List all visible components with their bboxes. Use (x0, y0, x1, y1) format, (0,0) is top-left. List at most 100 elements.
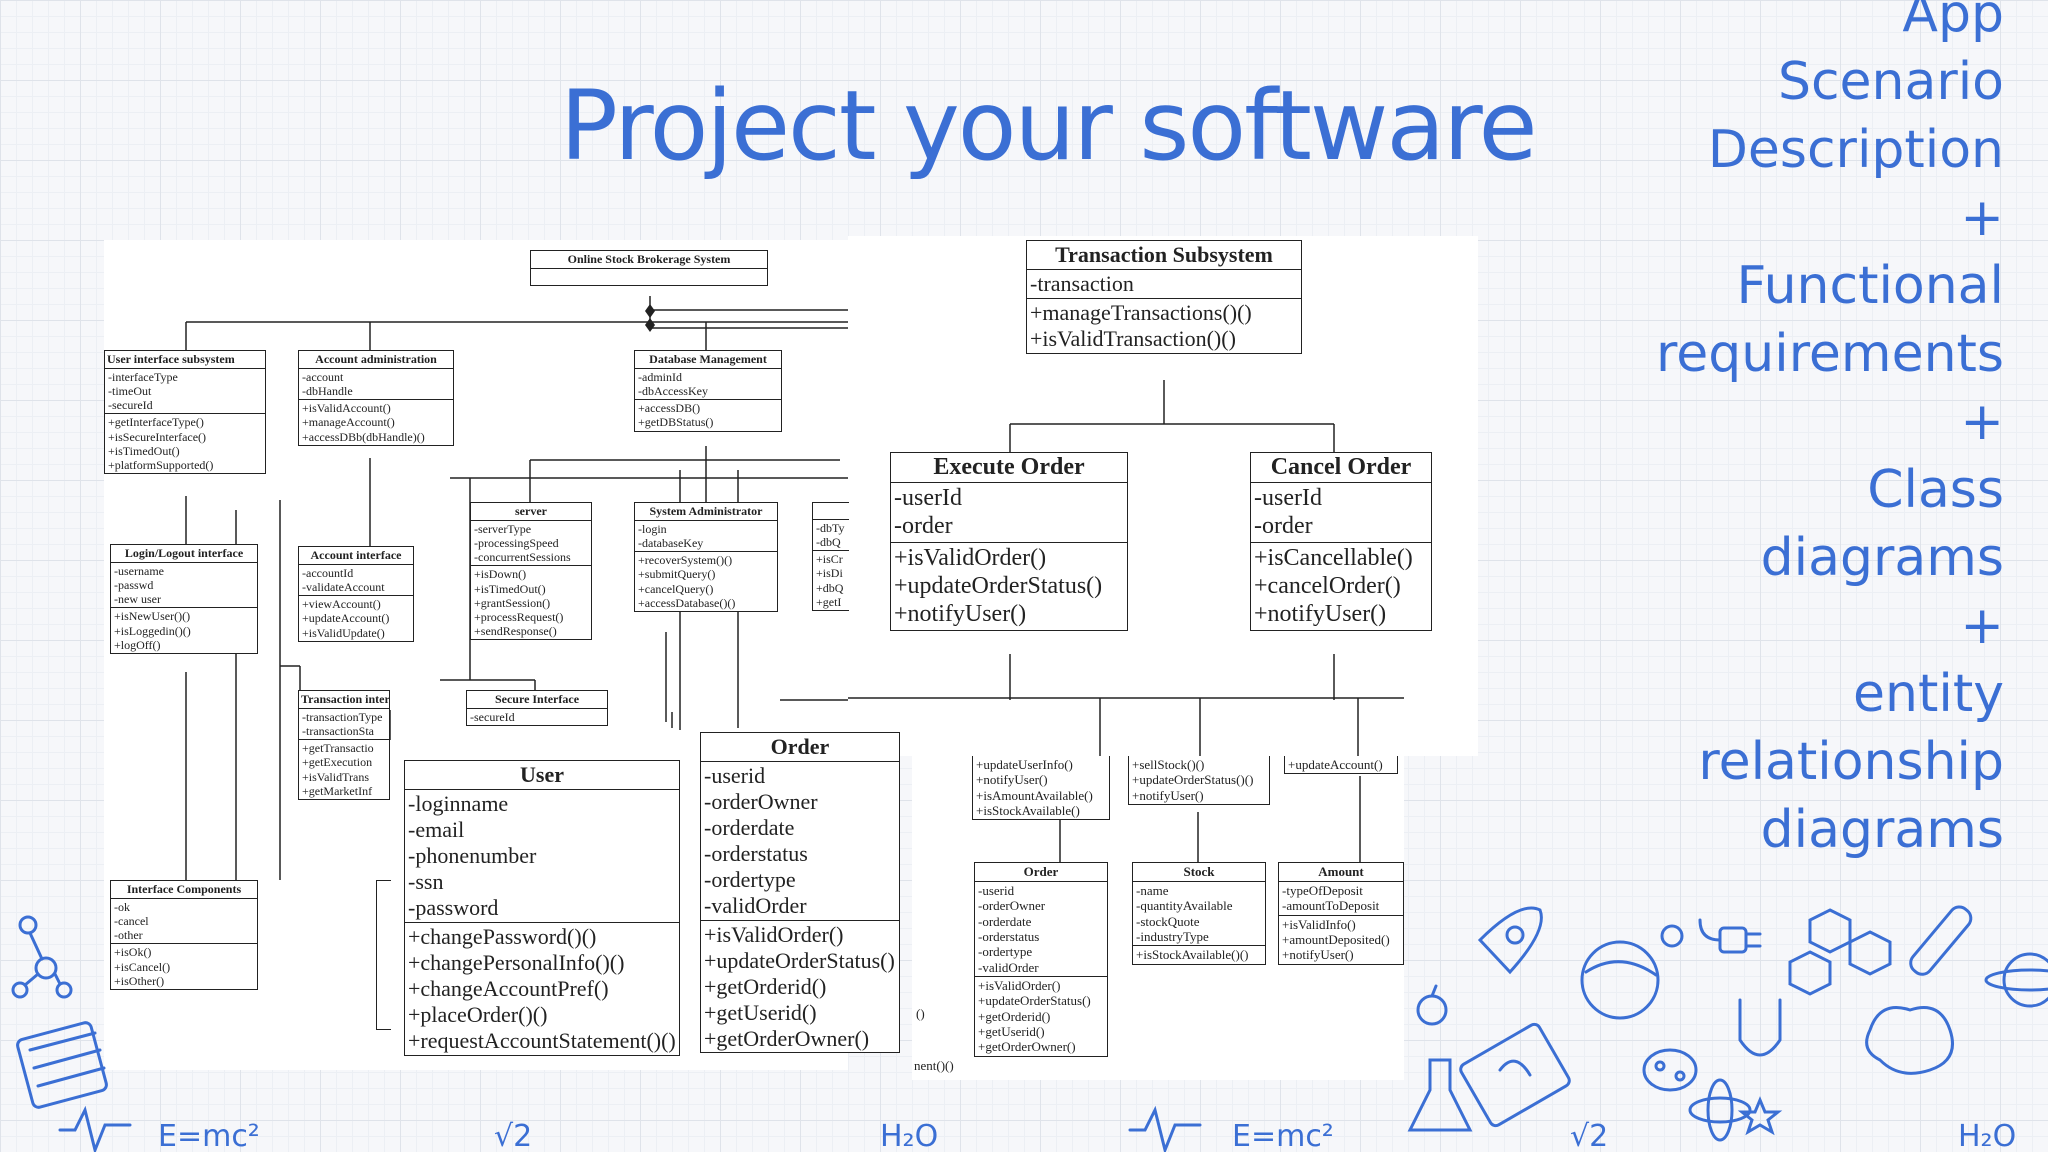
uml-empty-section (531, 269, 767, 285)
uml-attribute: -account (302, 370, 344, 384)
uml-attribute: -other (114, 928, 143, 943)
uml-attribute: -ok (114, 900, 130, 914)
uml-attribute: -userId (1254, 485, 1322, 511)
uml-attributes: -secureId (467, 709, 607, 725)
uml-attributes: -transaction (1027, 270, 1301, 299)
uml-class-name: Order (701, 733, 899, 762)
slide-title: Project your software (560, 70, 1538, 182)
uml-class-name: Transaction Subsystem (1027, 241, 1301, 270)
sidebar-line: requirements (1656, 324, 2004, 384)
uml-execute-order: Execute Order -userId -order +isValidOrd… (890, 452, 1128, 631)
uml-attribute: -serverType (474, 522, 532, 536)
uml-operation: +accessDBb(dbHandle)() (302, 429, 425, 444)
uml-login-logout-interface: Login/Logout interface -username -passwd… (110, 544, 258, 654)
hexagon-molecule-icon (1788, 908, 1892, 996)
sidebar-line: relationship (1698, 732, 2004, 792)
formula-text: E=mc² (158, 1119, 260, 1152)
sidebar-line: + (1960, 596, 2004, 656)
uml-operation: +manageTransactions()() (1030, 299, 1252, 325)
uml-operation: +isCancellable() (1254, 544, 1413, 571)
uml-interface-components: Interface Components -ok -cancel -other … (110, 880, 258, 990)
uml-root-online-stock-brokerage: Online Stock Brokerage System (530, 250, 768, 286)
uml-attribute: -username (114, 564, 164, 578)
uml-operation: +getOrderid() (978, 1008, 1051, 1024)
uml-operation: +isCr (816, 552, 843, 567)
uml-order-small: Order -userid -orderOwner -orderdate -or… (974, 862, 1108, 1057)
uml-attributes: -adminId -dbAccessKey (635, 369, 781, 401)
uml-operation: +updateOrderStatus()() (1132, 772, 1254, 788)
uml-operation: +grantSession() (474, 595, 551, 610)
uml-operations: +isValidOrder() +updateOrderStatus() +no… (891, 543, 1127, 630)
uml-operation: +sellStock()() (1132, 757, 1205, 772)
uml-class-name: Transaction interface (299, 691, 389, 709)
uml-operations: +changePassword()() +changePersonalInfo(… (405, 923, 679, 1055)
uml-operations: +updateUserInfo() +notifyUser() +isAmoun… (973, 756, 1109, 819)
root-text: √2 (494, 1119, 532, 1152)
abacus-icon (16, 1021, 108, 1109)
uml-operation: +isValidOrder() (704, 921, 844, 947)
uml-user: User -loginname -email -phonenumber -ssn… (404, 760, 680, 1056)
uml-operation: +isValidOrder() (978, 977, 1061, 993)
uml-operations: +recoverSystem()() +submitQuery() +cance… (635, 552, 777, 611)
uml-operation: +isSecureInterface() (108, 429, 207, 444)
uml-partial-box-c: +updateAccount() (1284, 756, 1398, 775)
uml-operations: +isNewUser()() +isLoggedin()() +logOff() (111, 608, 257, 652)
uml-operation: +getInterfaceType() (108, 415, 204, 430)
uml-class-name: Interface Components (111, 881, 257, 899)
book-icon (1459, 1022, 1571, 1128)
uml-class-name: Order (975, 863, 1107, 882)
sidebar-line: Class (1867, 460, 2004, 520)
uml-operations: +isStockAvailable()() (1133, 946, 1265, 963)
uml-attributes: -userId -order (891, 483, 1127, 543)
uml-attribute: -userid (704, 763, 766, 788)
uml-operation: +getUserid() (704, 999, 817, 1025)
uml-operation: +updateUserInfo() (976, 757, 1073, 772)
uml-operation: +getTransactio (302, 741, 374, 756)
uml-operation: +isValidTrans (302, 769, 370, 784)
uml-class-name (813, 503, 849, 520)
uml-attributes: -account -dbHandle (299, 369, 453, 401)
uml-class-name: Database Management (635, 351, 781, 369)
uml-secure-interface: Secure Interface -secureId (466, 690, 608, 727)
uml-attribute: -orderstatus (978, 928, 1040, 944)
uml-operation: +dbQ (816, 580, 844, 595)
uml-operation: +isValidAccount() (302, 401, 391, 416)
uml-operation: +isValidOrder() (894, 544, 1047, 571)
uml-operation: +sendResponse() (474, 624, 557, 639)
sidebar-line: + (1960, 188, 2004, 248)
uml-attribute: -passwd (114, 578, 154, 593)
uml-operations: +sellStock()() +updateOrderStatus()() +n… (1129, 756, 1269, 804)
uml-operation: +notifyUser() (1282, 947, 1354, 963)
uml-attribute: -dbTy (816, 521, 845, 535)
uml-cancel-order: Cancel Order -userId -order +isCancellab… (1250, 452, 1432, 631)
uml-attribute: -userid (978, 883, 1015, 898)
uml-account-interface: Account interface -accountId -validateAc… (298, 546, 414, 642)
uml-class-name: Login/Logout interface (111, 545, 257, 563)
uml-operation: +viewAccount() (302, 597, 381, 612)
saturn-icon (1984, 952, 2048, 1008)
uml-operations: +updateAccount() (1285, 756, 1397, 773)
uml-operations: +isValidOrder() +updateOrderStatus() +ge… (975, 977, 1107, 1056)
sidebar-line: diagrams (1760, 528, 2004, 588)
uml-attributes: -name -quantityAvailable -stockQuote -in… (1133, 882, 1265, 947)
sidebar-line: App (1902, 0, 2004, 44)
uml-operation: +cancelQuery() (638, 581, 714, 596)
uml-attribute: -ordertype (704, 866, 796, 892)
uml-operation: +submitQuery() (638, 567, 716, 582)
uml-operation: +recoverSystem()() (638, 553, 733, 568)
star-icon (1737, 1096, 1783, 1136)
root-text: √2 (1570, 1119, 1608, 1152)
uml-operation: +changeAccountPref() (408, 975, 609, 1001)
uml-operation: +processRequest() (474, 609, 564, 624)
uml-operation: +updateAccount() (1288, 757, 1383, 772)
uml-attribute: -ordertype (978, 944, 1033, 960)
uml-attribute: -orderOwner (704, 788, 818, 814)
uml-operations: +viewAccount() +updateAccount() +isValid… (299, 596, 413, 640)
diagram-fragment-text: () (916, 1006, 925, 1021)
uml-class-name: Cancel Order (1251, 453, 1431, 483)
uml-operation: +isValidUpdate() (302, 625, 385, 640)
uml-partial-box-b: +sellStock()() +updateOrderStatus()() +n… (1128, 756, 1270, 805)
uml-attribute: -adminId (638, 370, 682, 384)
uml-partial-stub (376, 880, 391, 1030)
uml-attributes: -userId -order (1251, 483, 1431, 543)
